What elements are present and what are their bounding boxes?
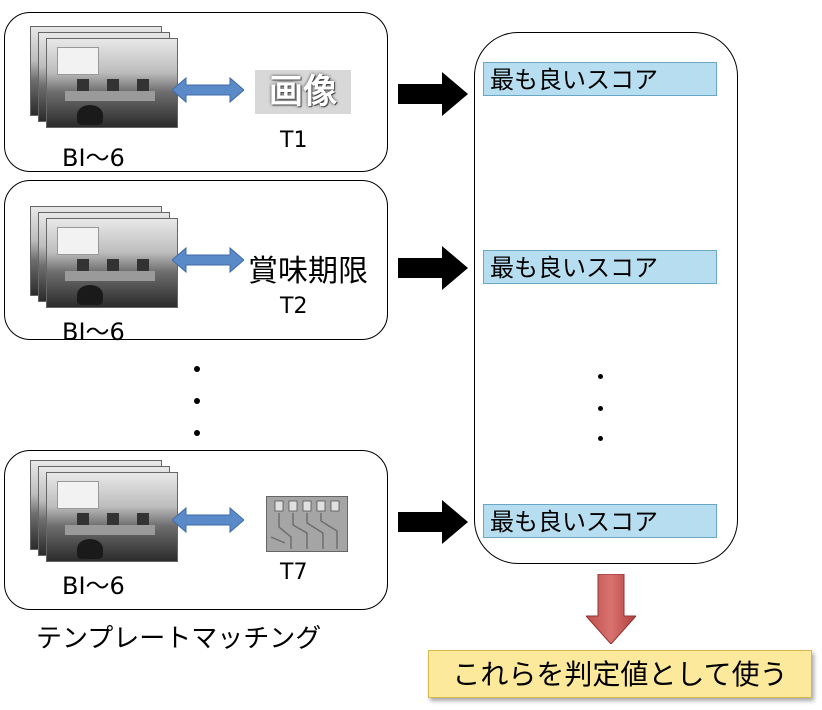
ellipsis-dot bbox=[598, 374, 603, 379]
template-label-t7: T7 bbox=[280, 560, 308, 585]
template-label-t1: T1 bbox=[280, 128, 308, 153]
best-score-box-1: 最も良いスコア bbox=[483, 62, 717, 96]
ellipsis-dot bbox=[194, 430, 200, 436]
best-score-box-2: 最も良いスコア bbox=[483, 250, 717, 284]
office-photo bbox=[46, 218, 178, 308]
bi-label-2: BI〜6 bbox=[62, 318, 125, 346]
image-stack-1 bbox=[30, 26, 190, 128]
right-arrow-icon bbox=[398, 246, 468, 290]
bi-label-3: BI〜6 bbox=[62, 572, 125, 600]
template-image-text: 画像 bbox=[255, 70, 351, 114]
template-expiry-text: 賞味期限 bbox=[248, 254, 368, 289]
ellipsis-dot bbox=[194, 398, 200, 404]
double-arrow-icon bbox=[172, 246, 244, 274]
ellipsis-dot bbox=[598, 406, 603, 411]
down-arrow-icon bbox=[586, 574, 636, 644]
final-result-box: これらを判定値として使う bbox=[428, 650, 812, 698]
right-arrow-icon bbox=[398, 72, 468, 116]
office-photo bbox=[46, 38, 178, 128]
double-arrow-icon bbox=[172, 506, 244, 534]
ellipsis-dot bbox=[598, 436, 603, 441]
bi-label-1: BI〜6 bbox=[62, 144, 125, 172]
right-arrow-icon bbox=[398, 500, 468, 544]
image-stack-2 bbox=[30, 206, 190, 308]
ellipsis-dot bbox=[194, 366, 200, 372]
office-photo bbox=[46, 472, 178, 562]
template-label-t2: T2 bbox=[280, 294, 308, 319]
best-score-box-3: 最も良いスコア bbox=[483, 504, 717, 538]
caption-template-matching: テンプレートマッチング bbox=[36, 624, 322, 654]
double-arrow-icon bbox=[172, 76, 244, 104]
circuit-board-icon bbox=[266, 496, 348, 552]
best-score-container bbox=[474, 32, 738, 564]
image-stack-3 bbox=[30, 460, 190, 562]
